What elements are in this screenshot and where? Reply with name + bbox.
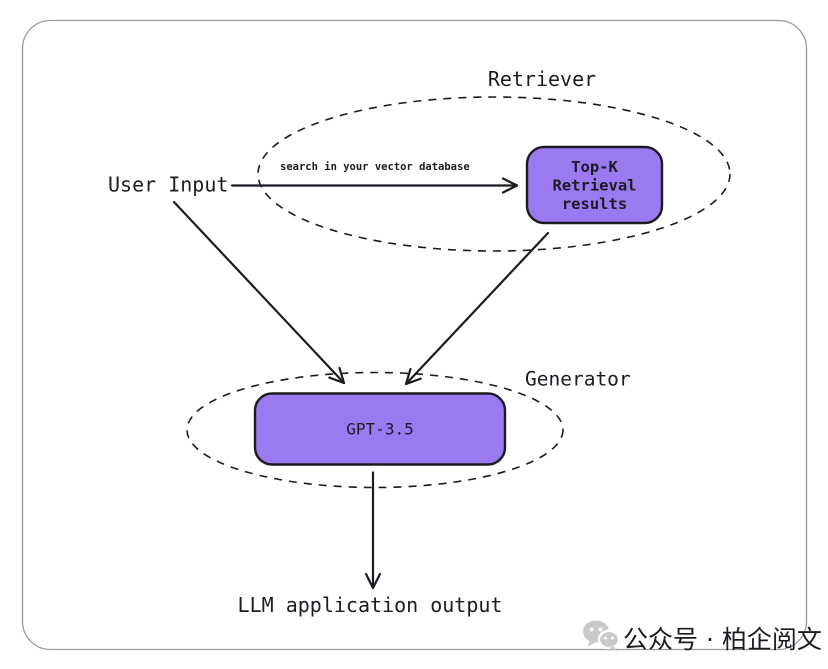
search-arrow-label: search in your vector database bbox=[280, 161, 470, 173]
topk-results-line-2: Retrieval bbox=[553, 177, 637, 195]
topk-results-line-3: results bbox=[562, 195, 627, 213]
user-input-label: User Input bbox=[108, 173, 228, 197]
gpt-label: GPT-3.5 bbox=[346, 420, 413, 439]
diagram-frame bbox=[21, 19, 808, 651]
user-to-generator-arrow bbox=[172, 200, 346, 385]
generator-label: Generator bbox=[525, 368, 631, 391]
llm-output-label: LLM application output bbox=[238, 593, 503, 617]
watermark-text: 公众号 · 柏企阅文 bbox=[623, 625, 822, 654]
generator-ellipse bbox=[186, 371, 564, 489]
topk-results-box bbox=[525, 145, 664, 225]
retriever-ellipse bbox=[257, 96, 731, 252]
retriever-label: Retriever bbox=[488, 67, 596, 91]
wechat-icon bbox=[583, 620, 621, 652]
retrieval-to-generator-arrow bbox=[404, 231, 550, 386]
gpt-box bbox=[253, 392, 507, 466]
topk-results-line-1: Top-K bbox=[571, 158, 618, 176]
